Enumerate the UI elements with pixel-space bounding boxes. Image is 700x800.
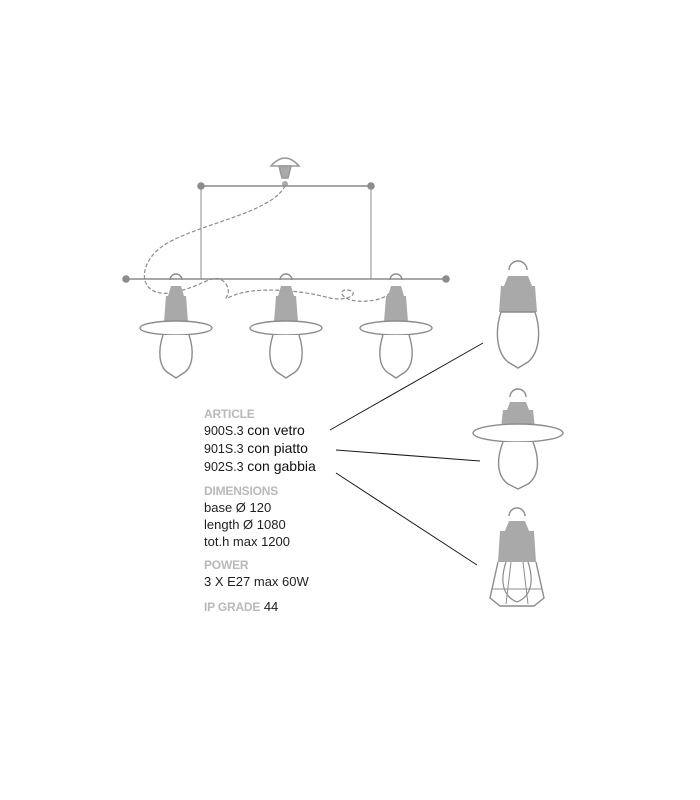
pendant-middle	[249, 273, 323, 379]
lower-support-bar	[122, 275, 450, 283]
article-item: 902S.3 con gabbia	[204, 458, 316, 474]
dimensions-label: DIMENSIONS	[204, 484, 279, 498]
ceiling-canopy	[269, 157, 301, 187]
power-value: 3 X E27 max 60W	[204, 574, 309, 589]
variant-vetro-lamp	[496, 260, 540, 369]
dimension-height: tot.h max 1200	[204, 534, 290, 549]
ip-grade-row: IP GRADE 44	[204, 598, 404, 615]
pendant-right	[359, 273, 433, 379]
ip-grade-label: IP GRADE	[204, 600, 261, 614]
article-item: 901S.3 con piatto	[204, 440, 308, 456]
power-label: POWER	[204, 558, 249, 572]
dimension-base: base Ø 120	[204, 500, 272, 515]
pendant-left	[139, 273, 213, 379]
article-label: ARTICLE	[204, 407, 255, 421]
dimension-length: length Ø 1080	[204, 517, 286, 532]
ip-grade-value: 44	[263, 599, 279, 614]
spec-sheet: ARTICLE 900S.3 con vetro 901S.3 con piat…	[204, 407, 404, 615]
power-cable	[143, 185, 393, 302]
leader-line-piatto	[335, 449, 481, 462]
article-item: 900S.3 con vetro	[204, 422, 305, 438]
leader-line-vetro	[329, 342, 484, 431]
variant-gabbia-lamp	[489, 507, 545, 607]
leader-line-gabbia	[335, 472, 478, 566]
variant-piatto-lamp	[472, 388, 564, 490]
